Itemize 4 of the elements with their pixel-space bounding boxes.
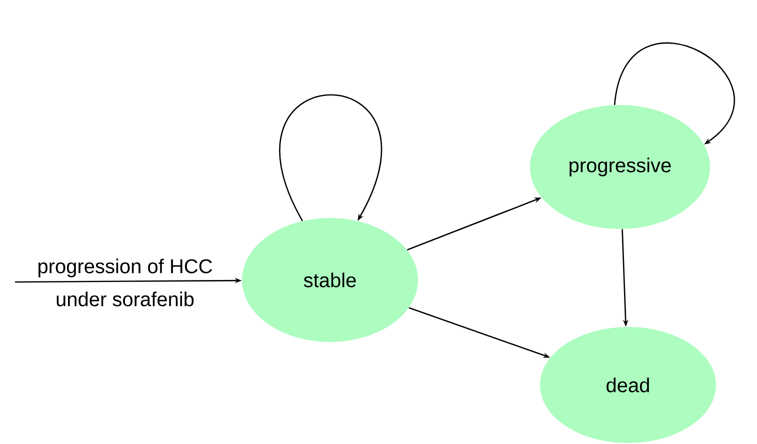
- arrow-label: under sorafenib: [56, 292, 194, 306]
- arrow: [279, 94, 382, 222]
- arrow: [614, 42, 734, 144]
- arrow-label: progression of HCC: [38, 258, 212, 278]
